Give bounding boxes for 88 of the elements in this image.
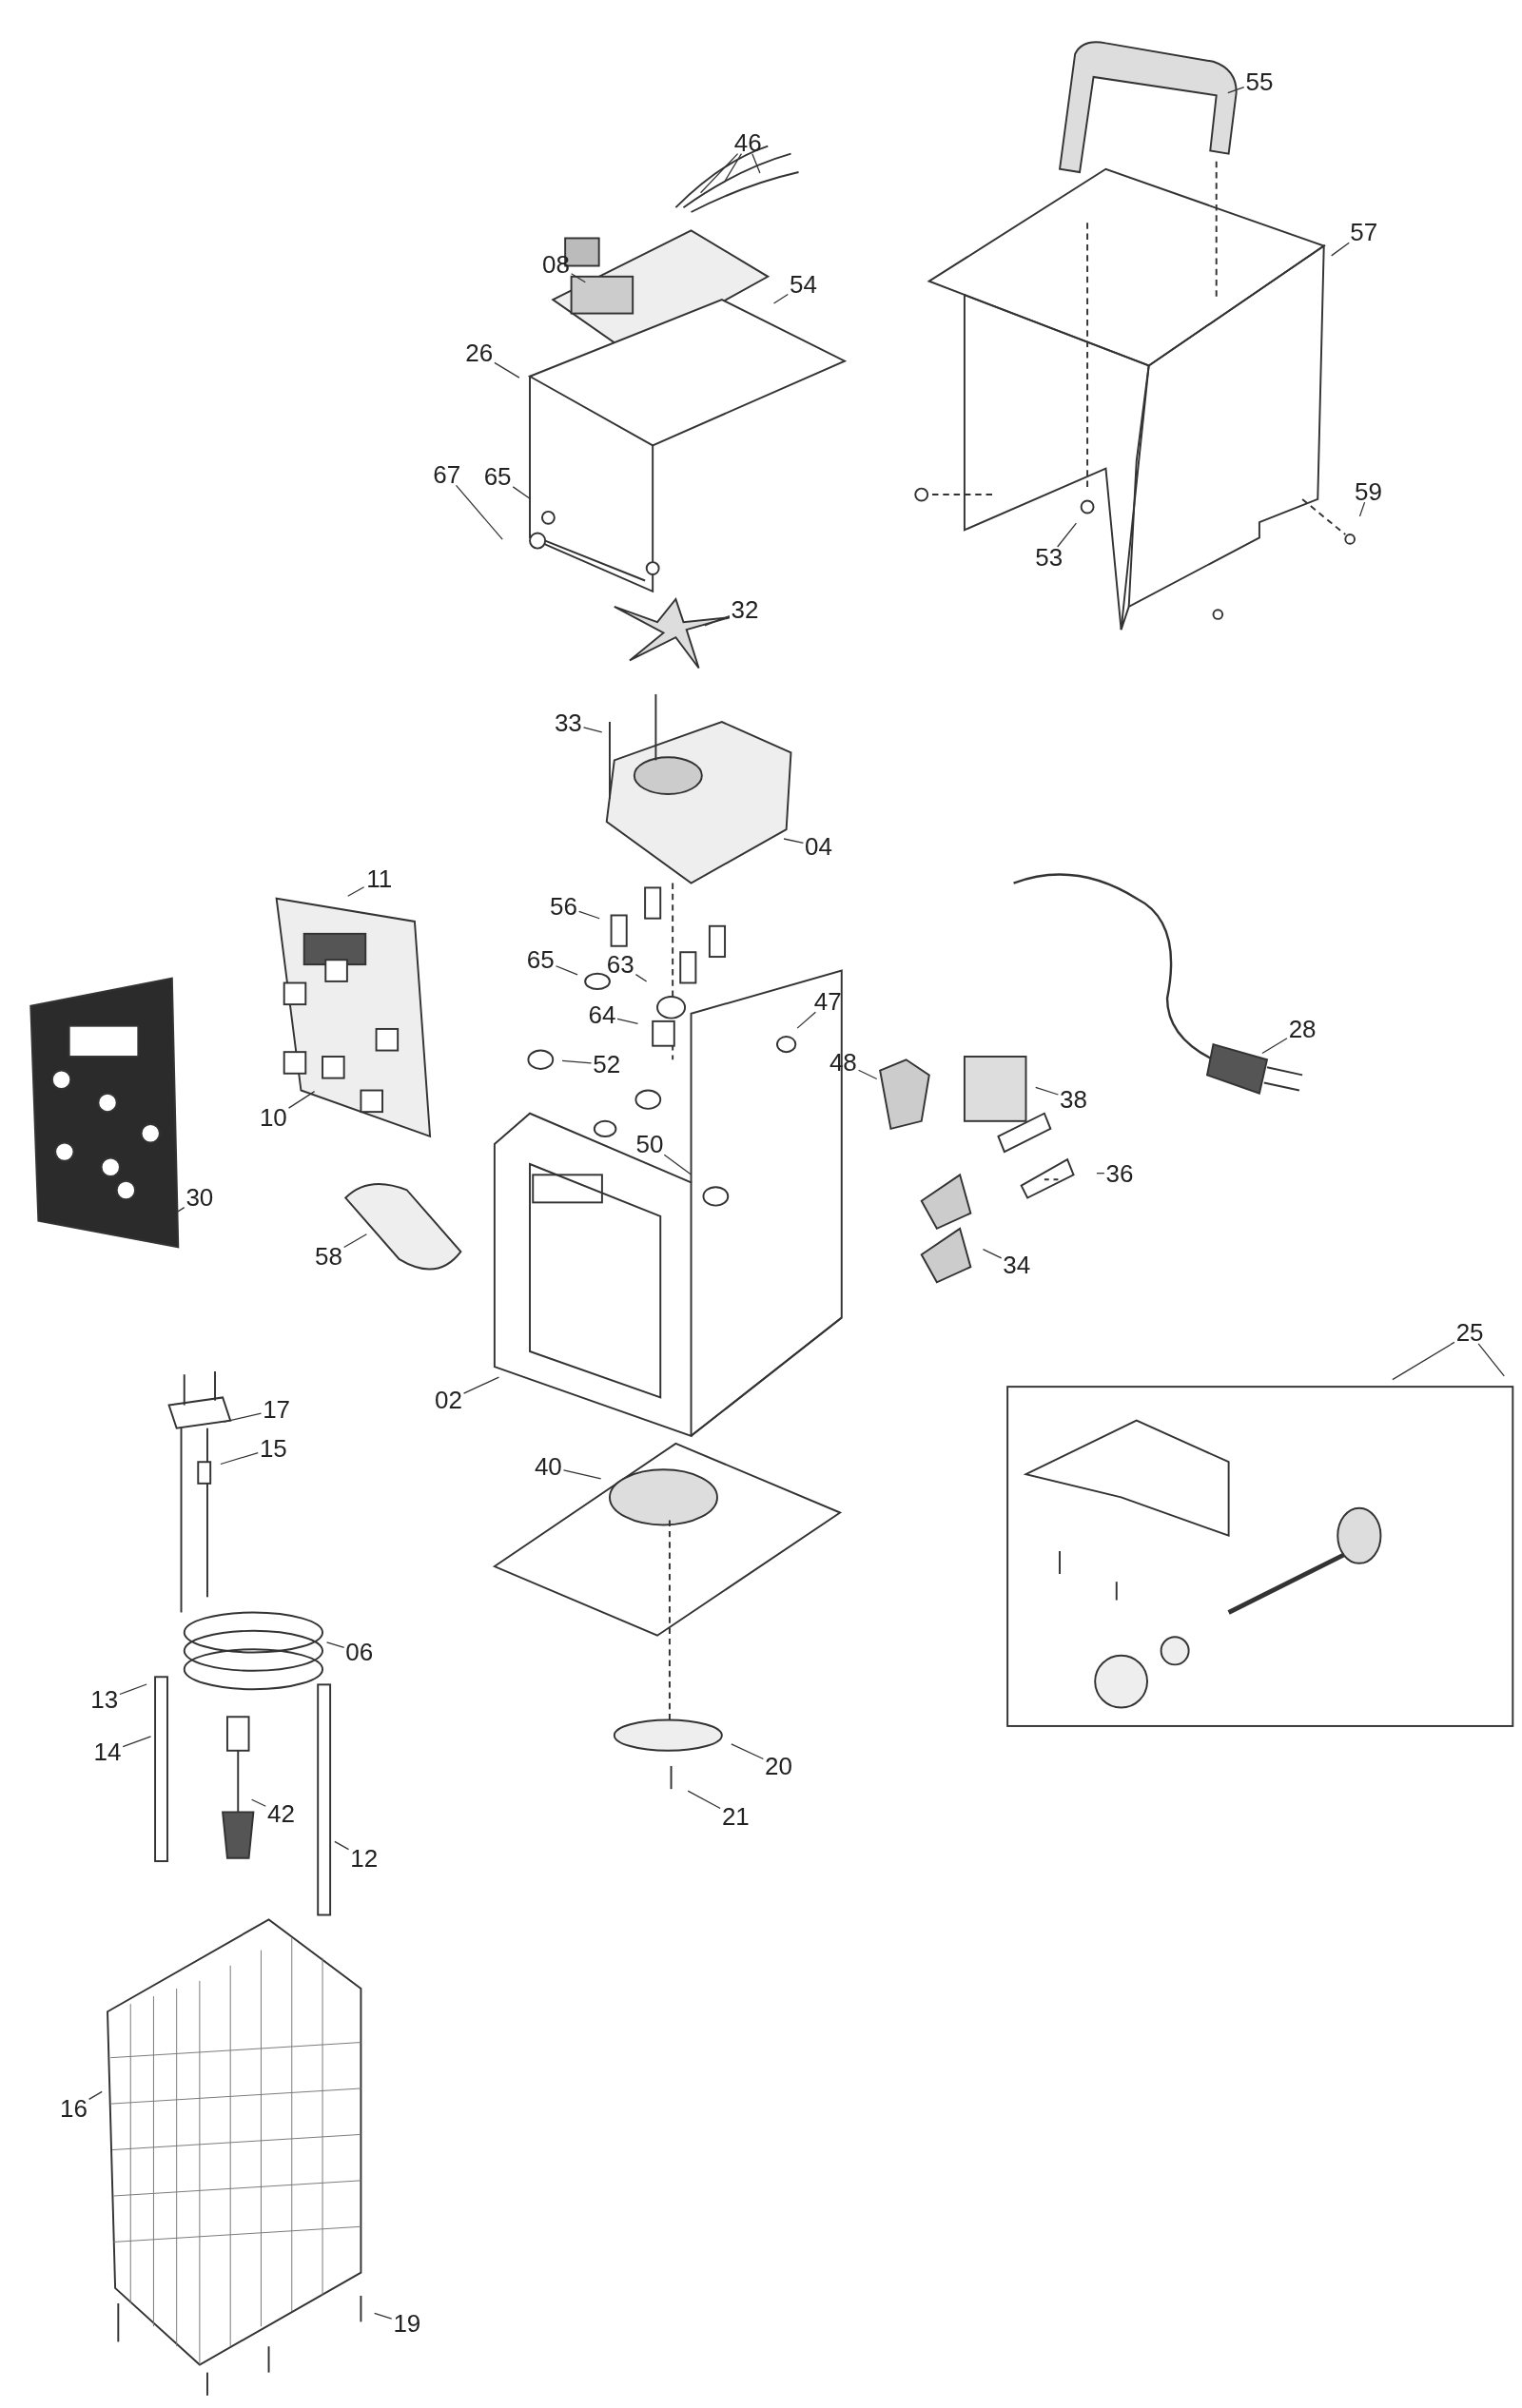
callout-number: 63 bbox=[606, 950, 634, 978]
callout-number: 56 bbox=[550, 892, 577, 920]
callout-number: 20 bbox=[765, 1752, 792, 1779]
callout-number: 02 bbox=[435, 1387, 462, 1414]
callout-number: 65 bbox=[483, 462, 512, 490]
callout-number: 47 bbox=[813, 987, 842, 1015]
leader-line bbox=[570, 273, 586, 283]
leader-line bbox=[373, 2312, 393, 2320]
callout-number: 26 bbox=[465, 340, 494, 367]
leader-line bbox=[494, 361, 520, 379]
callout-number: 46 bbox=[733, 129, 762, 157]
leader-line bbox=[1392, 1341, 1455, 1381]
callout-number: 33 bbox=[554, 709, 582, 737]
callout-number: 14 bbox=[93, 1738, 122, 1766]
leader-line bbox=[177, 1207, 185, 1213]
callout-number: 17 bbox=[263, 1396, 291, 1424]
leader-line bbox=[1035, 1086, 1060, 1096]
callout-number: 28 bbox=[1288, 1015, 1317, 1042]
callout-number: 12 bbox=[350, 1844, 379, 1872]
leader-line bbox=[616, 1018, 639, 1025]
leader-line bbox=[287, 1090, 316, 1109]
callout-number: 57 bbox=[1350, 218, 1378, 245]
callout-number: 36 bbox=[1105, 1159, 1134, 1187]
callout-number: 54 bbox=[789, 270, 817, 298]
callout-number: 10 bbox=[259, 1104, 287, 1132]
leader-line bbox=[723, 153, 743, 183]
callout-number: 16 bbox=[60, 2094, 88, 2122]
leader-line bbox=[1477, 1343, 1505, 1377]
leader-line bbox=[663, 1154, 692, 1175]
callout-number: 19 bbox=[393, 2309, 421, 2337]
leader-line bbox=[88, 2090, 103, 2101]
callout-number: 40 bbox=[534, 1452, 562, 1480]
leader-line bbox=[347, 886, 365, 897]
leader-line bbox=[634, 974, 648, 982]
callout-number: 67 bbox=[433, 460, 461, 488]
leader-line bbox=[119, 1683, 147, 1696]
leader-line bbox=[223, 1412, 263, 1423]
callout-number: 42 bbox=[267, 1799, 295, 1827]
leader-line bbox=[731, 1743, 765, 1760]
leader-line bbox=[1227, 86, 1245, 94]
leader-line bbox=[687, 1790, 721, 1810]
leader-line bbox=[772, 293, 789, 304]
callout-number: 55 bbox=[1245, 68, 1274, 95]
callout-number: 64 bbox=[588, 1001, 616, 1029]
leader-line bbox=[334, 1840, 350, 1851]
callout-number: 34 bbox=[1003, 1252, 1031, 1279]
callout-number: 25 bbox=[1455, 1319, 1484, 1347]
callout-number: 59 bbox=[1355, 477, 1382, 505]
callout-number: 58 bbox=[315, 1242, 342, 1270]
leader-line bbox=[325, 1641, 345, 1649]
leader-line bbox=[1358, 501, 1366, 517]
callout-number: 06 bbox=[345, 1639, 374, 1666]
leader-line bbox=[250, 1798, 266, 1807]
callout-number: 65 bbox=[526, 946, 555, 974]
leader-line bbox=[462, 1376, 500, 1394]
leader-line bbox=[783, 838, 805, 844]
callout-number: 50 bbox=[635, 1130, 664, 1157]
leader-line bbox=[699, 153, 739, 194]
callout-number: 15 bbox=[259, 1434, 287, 1462]
leader-line bbox=[220, 1451, 259, 1466]
leader-line bbox=[582, 727, 603, 733]
leader-line bbox=[1331, 242, 1350, 257]
callout-number: 53 bbox=[1035, 544, 1063, 572]
leader-line bbox=[796, 1011, 817, 1029]
leader-line bbox=[578, 910, 600, 920]
leader-line bbox=[1261, 1038, 1288, 1055]
leader-line bbox=[751, 153, 761, 174]
callout-number: 52 bbox=[593, 1050, 621, 1078]
callout-number: 11 bbox=[366, 864, 393, 892]
callout-number: 38 bbox=[1060, 1086, 1087, 1113]
leader-line bbox=[857, 1069, 878, 1080]
leader-line bbox=[704, 614, 731, 627]
leader-line bbox=[1096, 1173, 1105, 1175]
leader-line bbox=[562, 1469, 602, 1480]
leader-line bbox=[455, 484, 503, 540]
callout-number: 04 bbox=[805, 832, 832, 860]
callout-number: 32 bbox=[731, 595, 759, 623]
leader-line bbox=[512, 486, 531, 500]
leader-line bbox=[982, 1248, 1003, 1259]
leader-line bbox=[343, 1233, 368, 1249]
leader-line bbox=[555, 965, 578, 976]
leader-line bbox=[122, 1736, 152, 1748]
callout-number: 21 bbox=[721, 1803, 750, 1830]
leader-line bbox=[561, 1059, 593, 1064]
callout-number: 30 bbox=[185, 1184, 214, 1212]
callout-number: 08 bbox=[542, 250, 570, 278]
callout-number: 13 bbox=[90, 1686, 119, 1714]
leader-line bbox=[1057, 522, 1078, 548]
